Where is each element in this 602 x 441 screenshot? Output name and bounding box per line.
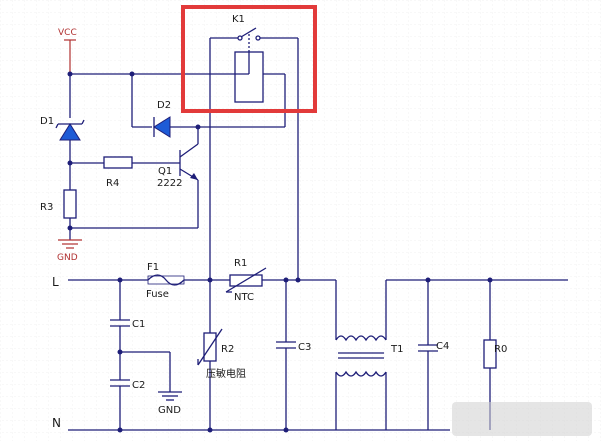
watermark-blur — [452, 402, 592, 436]
gnd-bottom-label: GND — [158, 405, 181, 416]
fuse-label: Fuse — [146, 289, 169, 300]
q1-label: Q1 — [158, 166, 172, 177]
r0-label: R0 — [494, 344, 507, 355]
r2-label: R2 — [221, 344, 234, 355]
vcc-label: VCC — [58, 28, 77, 38]
line-n-label: N — [52, 416, 61, 430]
varistor-r2: R2 压敏电阻 — [197, 328, 246, 380]
ntc-label: NTC — [234, 292, 254, 303]
c2-label: C2 — [132, 380, 145, 391]
line-l-label: L — [52, 275, 59, 289]
r1-label: R1 — [234, 258, 247, 269]
r4-label: R4 — [106, 178, 119, 189]
vcc-terminal: VCC — [58, 28, 77, 74]
varistor-label: 压敏电阻 — [206, 367, 246, 380]
f1-label: F1 — [147, 262, 159, 273]
choke-t1: T1 — [335, 280, 403, 430]
d1-label: D1 — [40, 116, 54, 127]
c1-label: C1 — [132, 319, 145, 330]
gnd-top-label: GND — [57, 253, 78, 263]
r3-label: R3 — [40, 202, 53, 213]
c3-label: C3 — [298, 342, 311, 353]
d2-label: D2 — [157, 100, 171, 111]
highlight-box — [181, 5, 317, 113]
c4-label: C4 — [436, 341, 449, 352]
ground-top: GND — [57, 239, 82, 263]
t1-label: T1 — [390, 344, 403, 355]
relay-k1: K1 — [209, 14, 299, 430]
q1-part-label: 2222 — [157, 178, 182, 189]
ground-bottom: GND — [158, 391, 182, 416]
transistor-q1: Q1 2222 — [157, 143, 199, 189]
thermistor-r1: R1 NTC — [225, 258, 267, 303]
k1-label: K1 — [232, 14, 245, 25]
